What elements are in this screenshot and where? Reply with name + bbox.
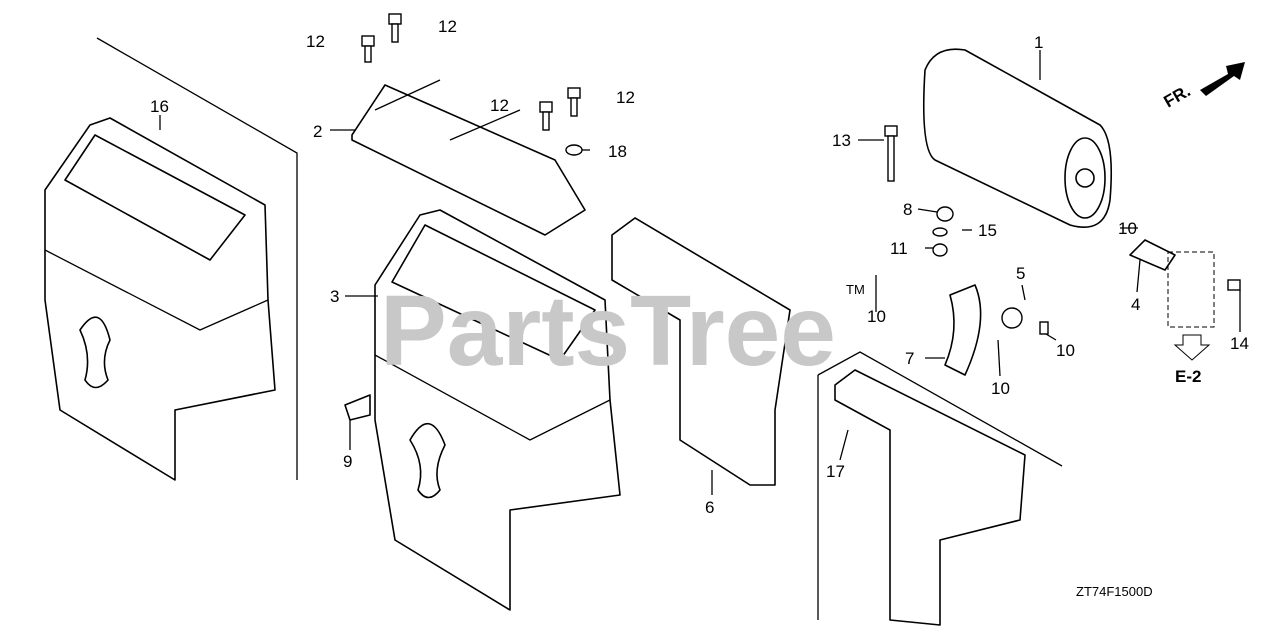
front-direction-indicator: FR. — [1161, 62, 1245, 111]
callout-11[interactable]: 11 — [890, 239, 908, 258]
callout-10c[interactable]: 10 — [991, 379, 1010, 398]
leader-lines — [159, 50, 1241, 495]
callout-3[interactable]: 3 — [330, 287, 339, 306]
arrow-down-icon — [1173, 334, 1211, 361]
callout-10b[interactable]: 10 — [867, 307, 886, 326]
watermark: PartsTree — [380, 275, 836, 387]
callout-5[interactable]: 5 — [1016, 264, 1025, 283]
callout-17[interactable]: 17 — [826, 462, 845, 481]
part-7-pipe[interactable] — [944, 284, 982, 376]
callout-9[interactable]: 9 — [343, 452, 352, 471]
callout-2[interactable]: 2 — [313, 122, 322, 141]
callout-6[interactable]: 6 — [705, 498, 714, 517]
callout-1[interactable]: 1 — [1034, 33, 1043, 52]
callout-14[interactable]: 14 — [1230, 334, 1249, 353]
callout-10a[interactable]: 10 — [1118, 219, 1137, 238]
part-6-bracket[interactable] — [611, 217, 791, 486]
callout-12c[interactable]: 12 — [490, 96, 509, 115]
diagram-code: ZT74F1500D — [1076, 584, 1153, 599]
e2-section-box — [1167, 251, 1215, 328]
watermark-tm: TM — [846, 282, 865, 297]
callout-16[interactable]: 16 — [150, 97, 169, 116]
svg-text:FR.: FR. — [1161, 81, 1194, 111]
callout-18[interactable]: 18 — [608, 142, 627, 161]
part-2-cover[interactable] — [351, 79, 586, 236]
part-16-shroud[interactable] — [44, 117, 276, 481]
callout-8[interactable]: 8 — [903, 200, 912, 219]
group-frame-right — [817, 351, 1063, 467]
callout-12a[interactable]: 12 — [306, 32, 325, 51]
group-frame-left — [96, 37, 298, 480]
part-4-gasket[interactable] — [1129, 239, 1176, 271]
callout-13[interactable]: 13 — [832, 131, 851, 150]
callout-15[interactable]: 15 — [978, 221, 997, 240]
arrow-right-icon — [1200, 62, 1245, 96]
part-3-shroud[interactable] — [374, 209, 621, 611]
part-17-bracket[interactable] — [834, 369, 1026, 626]
callout-12d[interactable]: 12 — [616, 88, 635, 107]
callout-7[interactable]: 7 — [905, 349, 914, 368]
callout-12b[interactable]: 12 — [438, 17, 457, 36]
part-1-muffler[interactable] — [923, 48, 1113, 228]
bolts — [361, 13, 1241, 335]
callout-4[interactable]: 4 — [1131, 295, 1140, 314]
part-9-clip[interactable] — [344, 394, 371, 421]
reference-e2[interactable]: E-2 — [1175, 367, 1201, 386]
callout-10d[interactable]: 10 — [1056, 341, 1075, 360]
